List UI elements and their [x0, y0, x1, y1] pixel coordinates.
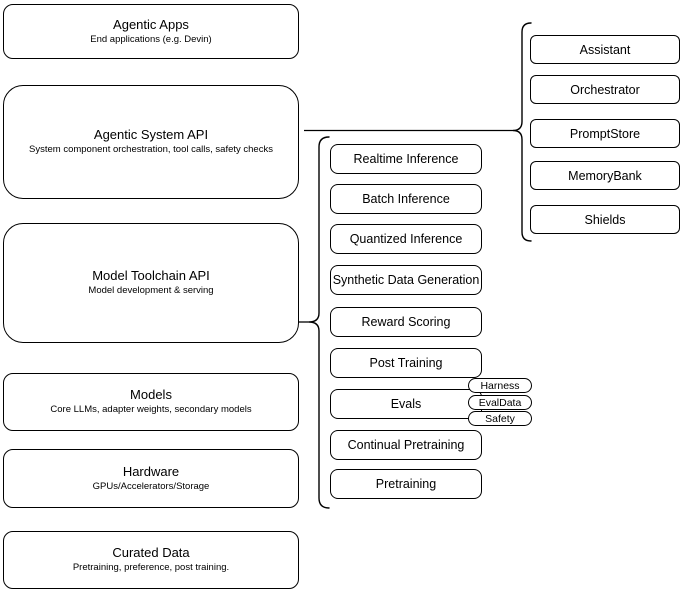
tag-safety: Safety	[468, 411, 532, 426]
node-agentic-system-api: Agentic System API System component orch…	[3, 85, 299, 199]
node-post-training: Post Training	[330, 348, 482, 378]
node-batch-inference: Batch Inference	[330, 184, 482, 214]
node-assistant: Assistant	[530, 35, 680, 64]
node-subtitle: Model development & serving	[88, 285, 214, 296]
brace-system-components	[512, 22, 532, 242]
node-subtitle: GPUs/Accelerators/Storage	[92, 480, 210, 492]
node-memorybank: MemoryBank	[530, 161, 680, 190]
node-subtitle: Core LLMs, adapter weights, secondary mo…	[50, 404, 252, 415]
node-continual-pretraining: Continual Pretraining	[330, 430, 482, 460]
node-models: Models Core LLMs, adapter weights, secon…	[3, 373, 299, 431]
node-model-toolchain-api: Model Toolchain API Model development & …	[3, 223, 299, 343]
node-realtime-inference: Realtime Inference	[330, 144, 482, 174]
tag-evaldata: EvalData	[468, 395, 532, 410]
node-orchestrator: Orchestrator	[530, 75, 680, 104]
node-quantized-inference: Quantized Inference	[330, 224, 482, 254]
node-title: Model Toolchain API	[92, 268, 210, 283]
node-curated-data: Curated Data Pretraining, preference, po…	[3, 531, 299, 589]
node-reward-scoring: Reward Scoring	[330, 307, 482, 337]
node-hardware: Hardware GPUs/Accelerators/Storage	[3, 449, 299, 508]
node-subtitle: System component orchestration, tool cal…	[29, 144, 273, 155]
brace-toolchain-items	[308, 136, 330, 509]
node-title: Agentic System API	[93, 127, 209, 142]
tag-harness: Harness	[468, 378, 532, 393]
node-title: Agentic Apps	[113, 16, 189, 32]
node-subtitle: End applications (e.g. Devin)	[90, 33, 212, 45]
node-subtitle: Pretraining, preference, post training.	[72, 562, 230, 573]
node-title: Models	[130, 387, 172, 402]
node-evals: Evals	[330, 389, 482, 419]
node-pretraining: Pretraining	[330, 469, 482, 499]
node-title: Hardware	[122, 463, 180, 479]
node-synthetic-data-generation: Synthetic Data Generation	[330, 265, 482, 295]
node-title: Curated Data	[112, 545, 190, 560]
node-agentic-apps: Agentic Apps End applications (e.g. Devi…	[3, 4, 299, 59]
node-shields: Shields	[530, 205, 680, 234]
node-promptstore: PromptStore	[530, 119, 680, 148]
